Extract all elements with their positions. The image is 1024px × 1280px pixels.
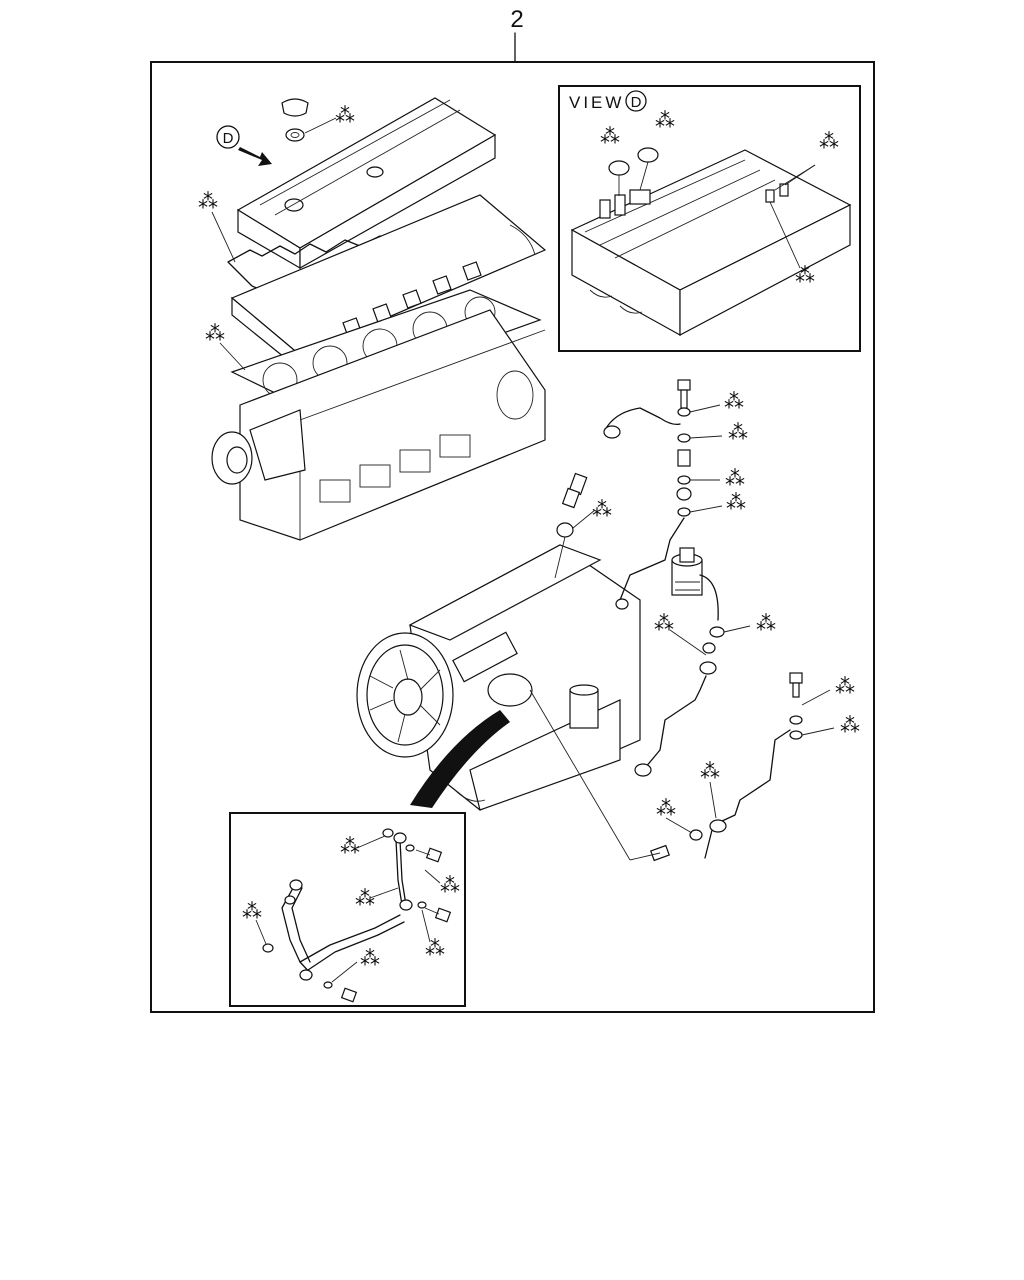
- mark-pipe-3: ⁂: [725, 466, 745, 490]
- detail-mark-1: ⁂: [340, 834, 360, 858]
- mark-filter-seal-right: ⁂: [756, 611, 776, 635]
- engine-assembly: [356, 544, 641, 811]
- mark-pipe-7: ⁂: [700, 759, 720, 783]
- view-arrow-letter: D: [223, 130, 234, 147]
- view-d-mark-4: ⁂: [795, 263, 815, 287]
- detail-mark-2: ⁂: [440, 873, 460, 897]
- view-arrow-circle: [216, 125, 240, 149]
- view-d-letter: D: [631, 94, 642, 111]
- detail-mark-4: ⁂: [242, 899, 262, 923]
- oil-filler-cap: [281, 98, 309, 142]
- mark-pipe-4: ⁂: [726, 490, 746, 514]
- mark-pipe-6: ⁂: [840, 713, 860, 737]
- view-d-circle: [625, 90, 647, 112]
- view-d-inset: VIEW D ⁂ ⁂ ⁂ ⁂: [558, 85, 861, 352]
- fuel-pipe-assembly: [529, 379, 803, 862]
- view-d-seal-right: [637, 147, 659, 163]
- view-d-cover: [570, 147, 852, 337]
- mark-cover-gasket: ⁂: [198, 189, 218, 213]
- mark-sensor: ⁂: [656, 796, 676, 820]
- mark-pipe-2: ⁂: [728, 420, 748, 444]
- detail-inset-frame: [229, 812, 466, 1007]
- view-d-mark-3: ⁂: [819, 129, 839, 153]
- mark-head-gasket: ⁂: [205, 321, 225, 345]
- view-d-label: VIEW: [569, 93, 624, 112]
- injector: [554, 472, 588, 579]
- mark-cap-seal: ⁂: [335, 103, 355, 127]
- view-d-mark-1: ⁂: [600, 124, 620, 148]
- detail-mark-6: ⁂: [360, 946, 380, 970]
- mark-pipe-5: ⁂: [835, 674, 855, 698]
- detail-inset: [229, 812, 466, 1007]
- detail-callout-wedge: [410, 710, 510, 808]
- detail-mark-3: ⁂: [355, 886, 375, 910]
- engine-exploded-view: D: [211, 97, 547, 541]
- item-number: 2: [510, 6, 523, 33]
- detail-mark-5: ⁂: [425, 936, 445, 960]
- mark-filter-seal-left: ⁂: [654, 611, 674, 635]
- view-d-grommet-a: [765, 189, 775, 203]
- view-d-mark-2: ⁂: [655, 108, 675, 132]
- view-d-seal-left: [608, 160, 630, 176]
- view-d-frame: [558, 85, 861, 352]
- mark-pipe-1: ⁂: [724, 389, 744, 413]
- outer-frame: [150, 61, 875, 1013]
- view-arrow: [238, 147, 272, 166]
- mark-injector-seal: ⁂: [592, 497, 612, 521]
